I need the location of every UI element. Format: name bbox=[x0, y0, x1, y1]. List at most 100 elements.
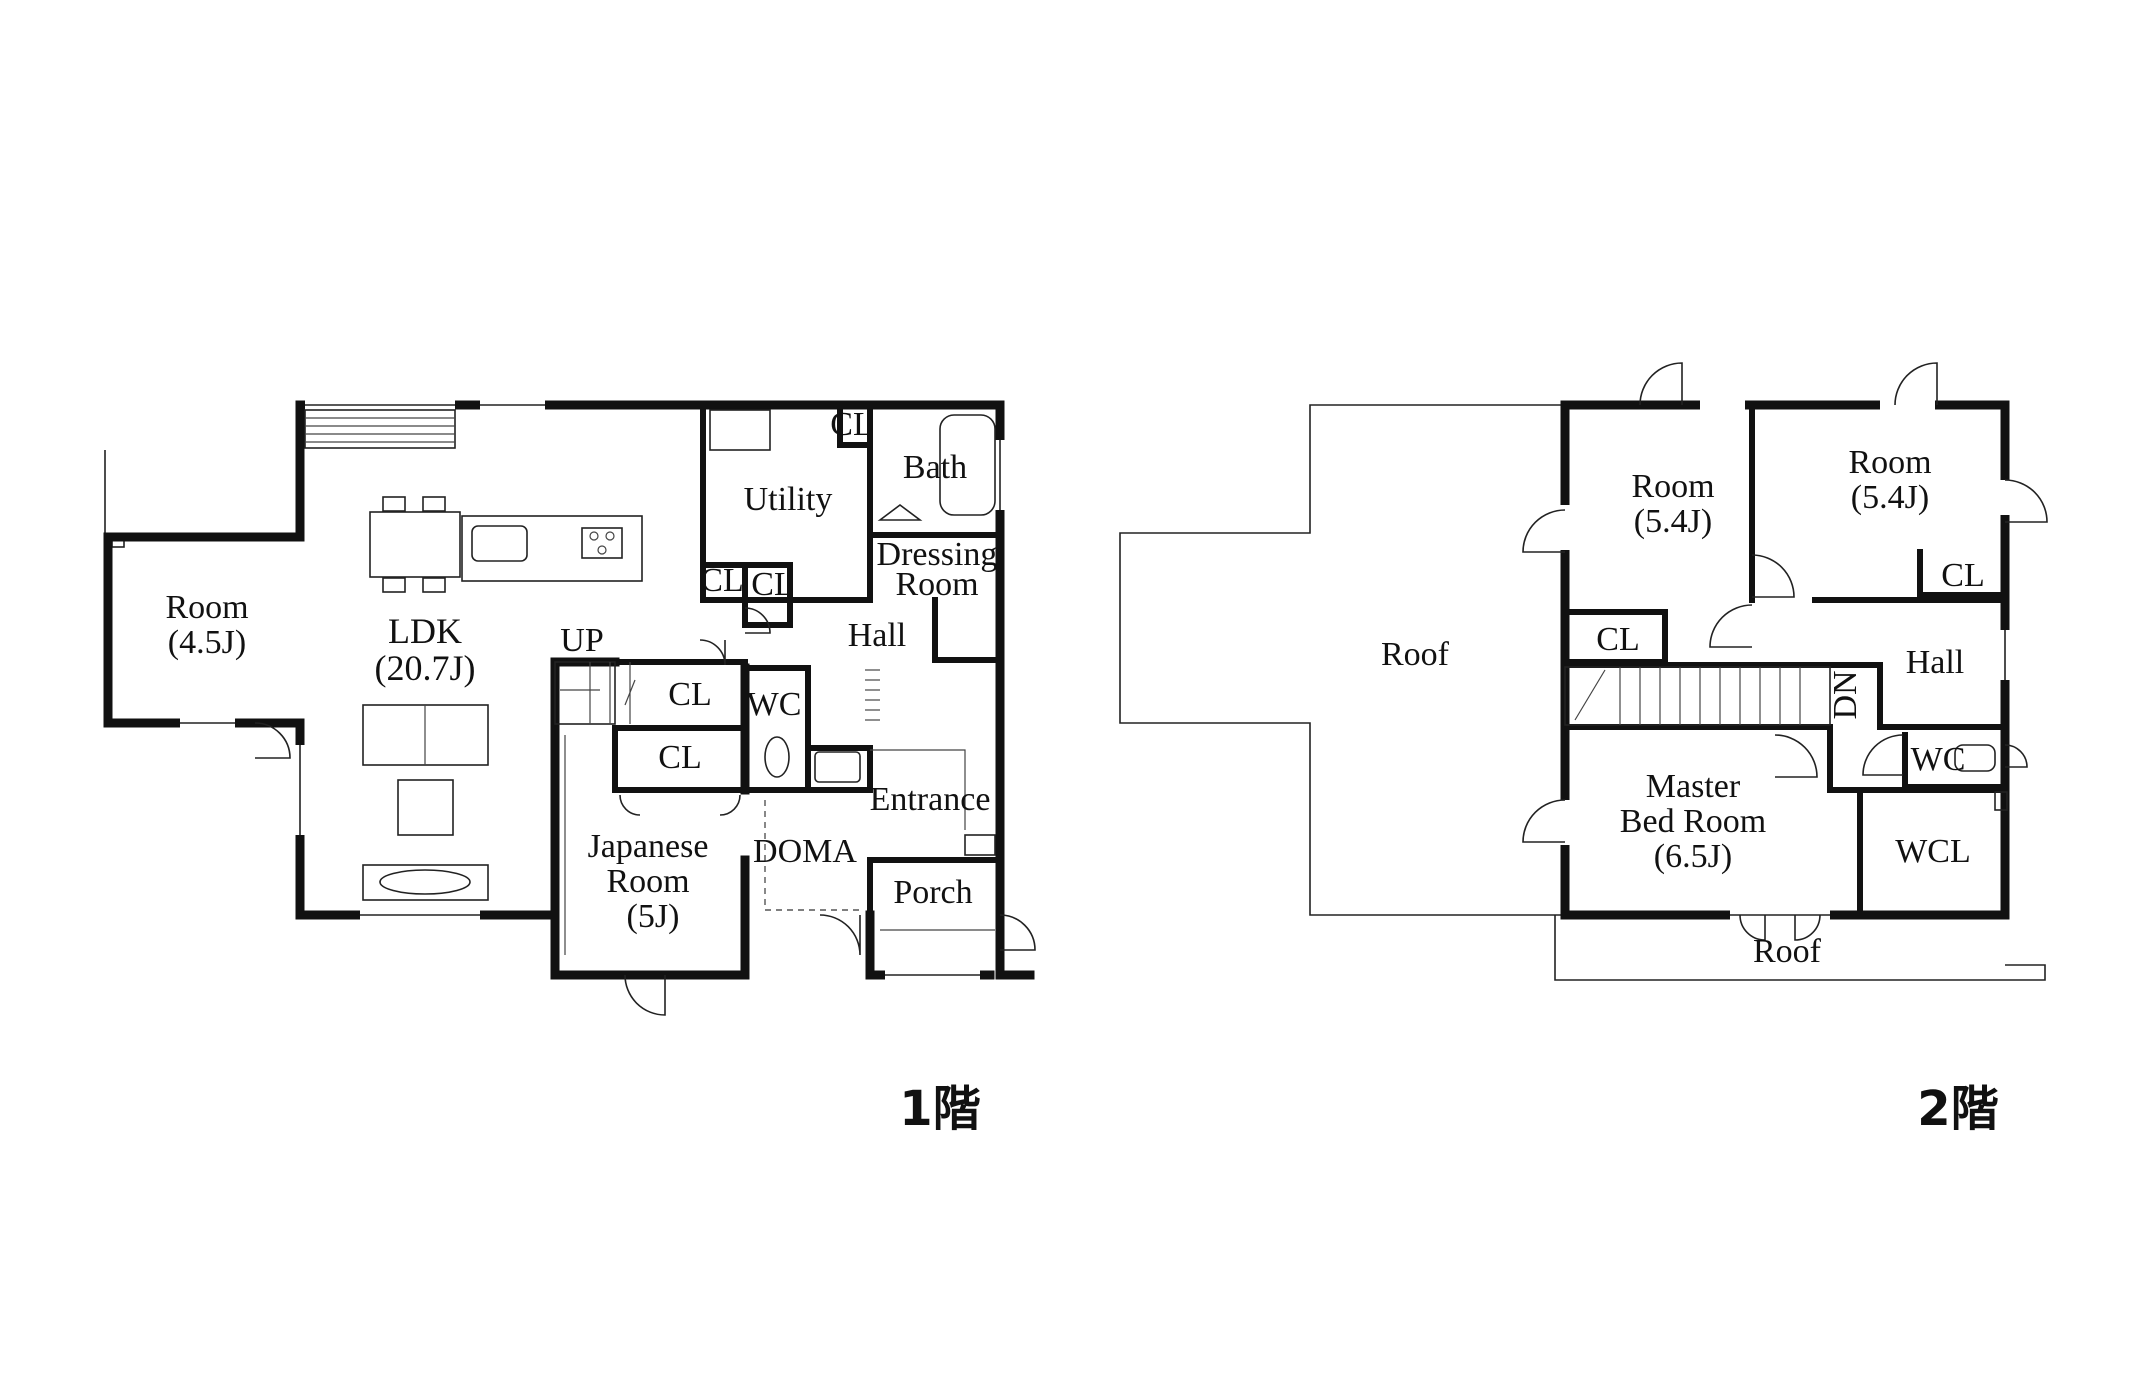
stairs-down bbox=[1564, 666, 1831, 726]
door-porch[interactable] bbox=[999, 914, 1036, 951]
door-hall-cl[interactable] bbox=[744, 607, 771, 634]
door-japanese-cl[interactable] bbox=[619, 794, 641, 816]
door-room-left[interactable] bbox=[254, 722, 291, 759]
stair-closet-label: CL bbox=[668, 676, 711, 713]
room-4-5j-name: Room bbox=[165, 589, 248, 626]
porch-bottom-wall bbox=[865, 910, 995, 980]
japanese-room-line1: Japanese bbox=[588, 828, 709, 865]
shoe-box bbox=[964, 834, 996, 856]
ldk-size: (20.7J) bbox=[375, 648, 476, 688]
kitchen-sink bbox=[471, 525, 528, 562]
burner bbox=[597, 545, 607, 555]
stairs-up bbox=[554, 661, 636, 725]
cl-util1-label: CL bbox=[700, 562, 743, 599]
door-room-b-hall[interactable] bbox=[1751, 554, 1795, 598]
door-room-b-right[interactable] bbox=[2004, 479, 2048, 523]
bath-label: Bath bbox=[903, 449, 967, 486]
door-master-left[interactable] bbox=[1522, 799, 1566, 843]
door-room-a-hall[interactable] bbox=[1709, 604, 1753, 648]
roof-bottom-label: Roof bbox=[1753, 933, 1822, 970]
wc-basin bbox=[814, 751, 861, 783]
cl-util2-label: CL bbox=[751, 566, 794, 603]
cl-left-label: CL bbox=[1596, 621, 1639, 658]
doma-label: DOMA bbox=[753, 833, 857, 870]
door-stair-cl[interactable] bbox=[699, 639, 726, 666]
hall-rail bbox=[865, 669, 880, 721]
dining-table bbox=[369, 511, 461, 578]
dining-chair bbox=[422, 496, 446, 512]
bathtub bbox=[939, 414, 996, 516]
door-wc-window[interactable] bbox=[2004, 744, 2028, 768]
stairs-up-label: UP bbox=[560, 622, 603, 659]
floor-2-caption: 2階 bbox=[1917, 1081, 1998, 1137]
hall-2-label: Hall bbox=[1906, 644, 1965, 681]
wash-basin-box bbox=[805, 745, 873, 793]
tv bbox=[379, 869, 471, 895]
dressing-walls bbox=[932, 597, 1003, 663]
room-4-5j-size: (4.5J) bbox=[168, 624, 246, 661]
door-balcony-right[interactable] bbox=[1794, 914, 1821, 941]
door-balcony-left[interactable] bbox=[1739, 914, 1766, 941]
cl-top-label: CL bbox=[830, 406, 873, 443]
master-size: (6.5J) bbox=[1654, 838, 1732, 875]
master-top-wall bbox=[1562, 724, 1863, 918]
utility-label: Utility bbox=[744, 481, 833, 518]
coffee-table bbox=[397, 779, 454, 836]
roof-outline bbox=[1119, 404, 1565, 916]
floor-2-plan: Roof Room (5.4J) Room (5.4J) CL CL Hall … bbox=[1119, 362, 2048, 981]
door-room-a-left[interactable] bbox=[1522, 509, 1566, 553]
master-line2: Bed Room bbox=[1620, 803, 1766, 840]
entrance-label: Entrance bbox=[870, 781, 991, 818]
hall-wall bbox=[1877, 662, 2008, 730]
wc-2-label: WC bbox=[1911, 741, 1966, 778]
entrance-step bbox=[870, 749, 966, 830]
burner bbox=[605, 531, 615, 541]
room-b-size: (5.4J) bbox=[1851, 479, 1929, 516]
stove bbox=[581, 527, 623, 559]
stairs-dn-label: DN bbox=[1827, 670, 1864, 719]
cl-right-box bbox=[1917, 549, 2008, 598]
burner bbox=[589, 531, 599, 541]
door-japanese-cl[interactable] bbox=[719, 794, 741, 816]
washbasin bbox=[709, 409, 771, 451]
room-a-name: Room bbox=[1631, 468, 1714, 505]
master-line1: Master bbox=[1646, 768, 1741, 805]
door-room-a-top[interactable] bbox=[1639, 362, 1683, 406]
doma-dash bbox=[764, 800, 860, 911]
wc-label: WC bbox=[747, 686, 802, 723]
door-wc-2[interactable] bbox=[1862, 734, 1904, 776]
toilet bbox=[764, 736, 790, 778]
dining-chair bbox=[422, 577, 446, 593]
bath-shower bbox=[877, 504, 923, 521]
cl-right-label: CL bbox=[1941, 557, 1984, 594]
floor-2-exterior-wall bbox=[1560, 400, 2010, 920]
floor-1-caption: 1階 bbox=[899, 1081, 980, 1137]
dining-chair bbox=[382, 496, 406, 512]
room-b-name: Room bbox=[1848, 444, 1931, 481]
door-master-hall[interactable] bbox=[1774, 734, 1818, 778]
japanese-closet-label: CL bbox=[658, 739, 701, 776]
dressing-room-line1: Dressing bbox=[877, 536, 998, 573]
column-marker bbox=[1994, 791, 2008, 811]
floor-1-plan: Room (4.5J) LDK (20.7J) UP CL CL Japanes… bbox=[103, 400, 1036, 1016]
door-japanese-bottom[interactable] bbox=[624, 974, 666, 1016]
cl-util2-box bbox=[742, 562, 793, 628]
toilet-2 bbox=[1954, 744, 1996, 772]
cl-top-box bbox=[837, 402, 873, 448]
ldk-name: LDK bbox=[388, 611, 462, 651]
dining-chair bbox=[382, 577, 406, 593]
roof-left-label: Roof bbox=[1381, 636, 1450, 673]
balcony-outline bbox=[1554, 915, 2046, 981]
room-a-size: (5.4J) bbox=[1634, 503, 1712, 540]
door-room-b-top[interactable] bbox=[1894, 362, 1938, 406]
porch-walls bbox=[867, 857, 1003, 978]
annex-outline bbox=[104, 450, 300, 541]
hall-label: Hall bbox=[848, 617, 907, 654]
porch-label: Porch bbox=[893, 874, 972, 911]
dressing-room-line2: Room bbox=[895, 566, 978, 603]
wcl-label: WCL bbox=[1895, 833, 1971, 870]
japanese-room-size: (5J) bbox=[627, 898, 680, 935]
balcony-slats bbox=[304, 409, 456, 449]
door-doma[interactable] bbox=[819, 914, 861, 956]
